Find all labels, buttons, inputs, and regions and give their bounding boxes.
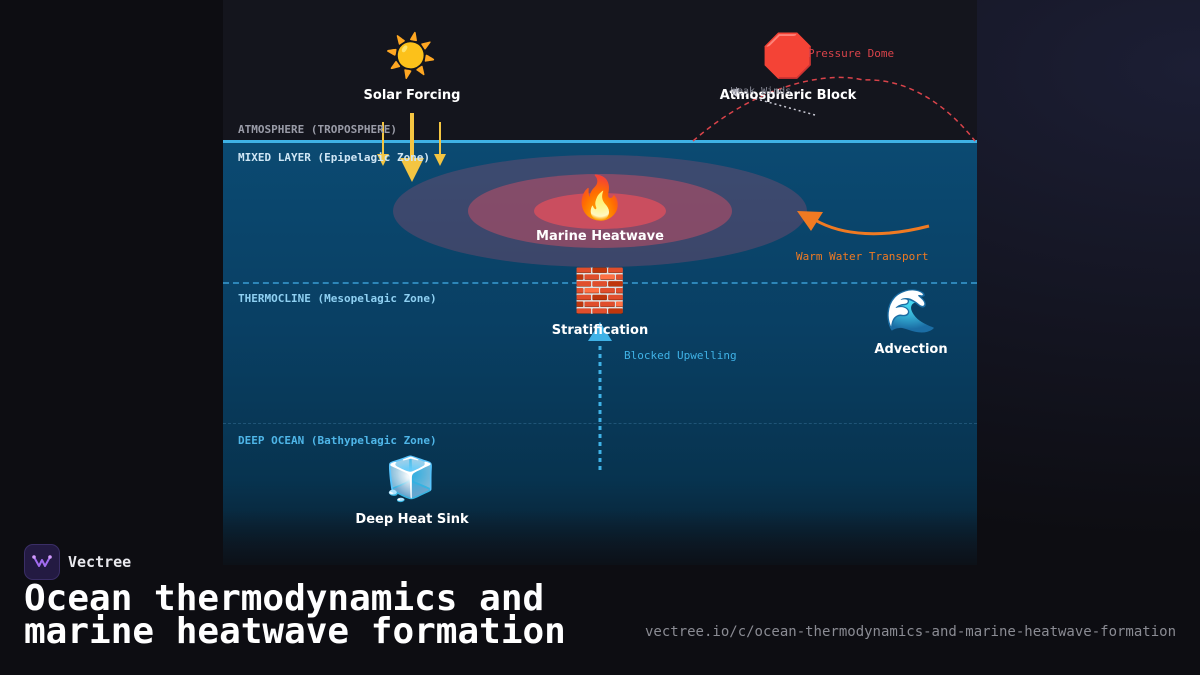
deep-heat-sink-label: Deep Heat Sink xyxy=(355,512,469,527)
page-title: Ocean thermodynamics and marine heatwave… xyxy=(24,578,566,652)
zone-deep-ocean-label: DEEP OCEAN (Bathypelagic Zone) xyxy=(238,434,437,447)
blocked-upwelling-label: Blocked Upwelling xyxy=(624,349,737,362)
diagram-panel: ATMOSPHERE (TROPOSPHERE) MIXED LAYER (Ep… xyxy=(223,0,977,565)
pressure-dome-curve xyxy=(692,76,976,142)
thermocline-boundary xyxy=(223,282,977,284)
sun-icon: ☀️ xyxy=(384,31,438,80)
deep-ocean-boundary xyxy=(223,423,977,424)
weak-winds-label: Weak Winds xyxy=(731,86,792,97)
zone-mixed-layer-label: MIXED LAYER (Epipelagic Zone) xyxy=(238,151,431,164)
bottom-fade xyxy=(223,510,977,565)
weak-winds-arrow xyxy=(734,92,816,116)
warm-transport-arrow xyxy=(814,218,930,236)
warm-water-transport-label: Warm Water Transport xyxy=(796,250,929,263)
heatwave-glow xyxy=(393,155,807,267)
stop-sign-icon: 🛑 xyxy=(761,31,815,80)
page-url[interactable]: vectree.io/c/ocean-thermodynamics-and-ma… xyxy=(644,624,1176,640)
wave-icon: 🌊 xyxy=(884,286,938,335)
atmospheric-block-label: Atmospheric Block xyxy=(719,88,857,103)
pressure-dome-label: Pressure Dome xyxy=(808,47,895,60)
ice-cube-icon: 🧊 xyxy=(384,454,438,503)
marine-heatwave-label: Marine Heatwave xyxy=(536,229,664,244)
brand-name: Vectree xyxy=(68,553,132,571)
stratification-label: Stratification xyxy=(551,323,649,338)
zone-atmosphere-label: ATMOSPHERE (TROPOSPHERE) xyxy=(238,123,397,136)
advection-label: Advection xyxy=(874,342,948,357)
zone-thermocline-label: THERMOCLINE (Mesopelagic Zone) xyxy=(238,292,437,305)
sea-surface-line xyxy=(223,140,977,143)
fire-icon: 🔥 xyxy=(573,173,627,222)
flow-arrows xyxy=(377,76,976,470)
solar-forcing-label: Solar Forcing xyxy=(363,88,461,103)
brick-wall-icon: 🧱 xyxy=(573,266,627,315)
vectree-logo-icon xyxy=(24,544,60,580)
brand: Vectree xyxy=(24,544,131,580)
